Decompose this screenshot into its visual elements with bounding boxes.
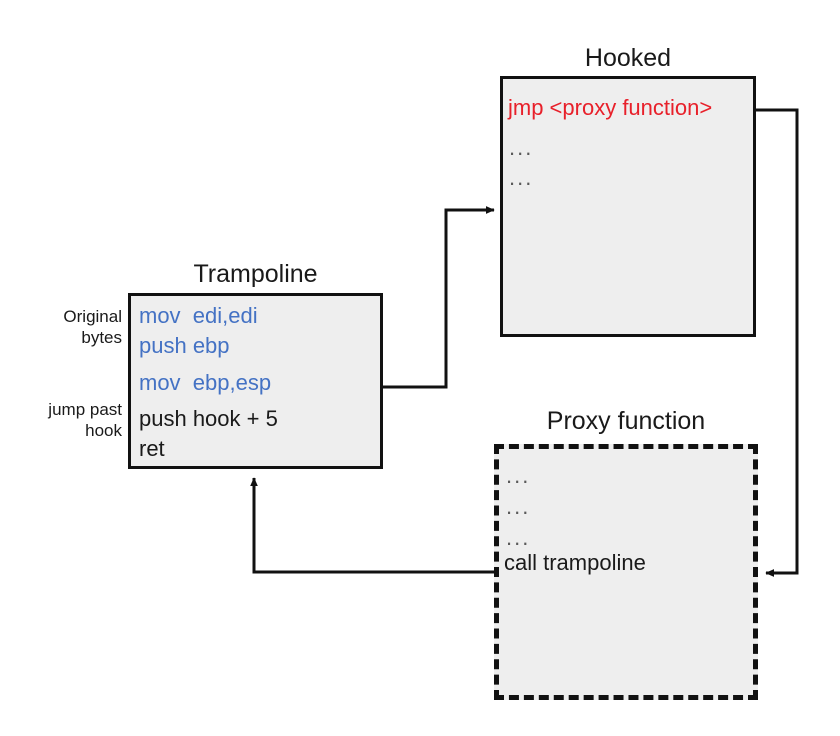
trampoline-line-5: ret <box>139 436 165 461</box>
trampoline-line-2: push ebp <box>139 333 230 358</box>
hooked-box <box>500 76 756 337</box>
proxy-call-line: call trampoline <box>504 550 646 575</box>
hooked-jmp-line: jmp <proxy function> <box>508 95 713 120</box>
hooked-dots-2: ... <box>509 165 534 190</box>
proxy-box <box>494 444 758 700</box>
label-original-bytes: Original bytes <box>63 307 122 347</box>
trampoline-title: Trampoline <box>193 260 318 288</box>
trampoline-line-4: push hook + 5 <box>139 406 278 431</box>
hooked-dots-1: ... <box>509 135 534 160</box>
wire-hooked-to-proxy <box>756 108 799 577</box>
proxy-dots-1: ... <box>506 463 531 488</box>
trampoline-line-1: mov edi,edi <box>139 303 258 328</box>
trampoline-box <box>128 293 383 469</box>
wire-trampoline-to-hooked <box>383 206 495 389</box>
hooked-title: Hooked <box>584 44 672 72</box>
label-jump-past-hook: jump past hook <box>48 400 122 440</box>
wire-proxy-to-trampoline <box>250 477 494 574</box>
proxy-title: Proxy function <box>546 407 706 435</box>
proxy-dots-2: ... <box>506 494 531 519</box>
proxy-dots-3: ... <box>506 525 531 550</box>
trampoline-line-3: mov ebp,esp <box>139 370 272 395</box>
